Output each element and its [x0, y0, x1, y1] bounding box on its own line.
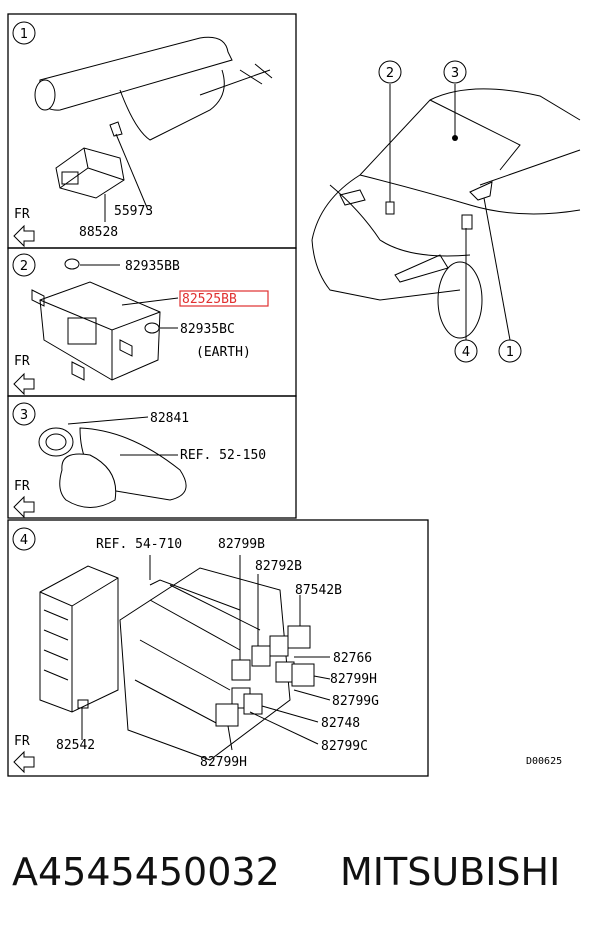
- callout-label: 2: [386, 66, 394, 81]
- part-label: 82799C: [321, 739, 368, 754]
- footer-brand: MITSUBISHI: [340, 850, 560, 894]
- part-label: 82935BC: [180, 322, 235, 337]
- footer-part-number: A4545450032: [12, 850, 280, 894]
- part-label: 82748: [321, 716, 360, 731]
- part-label: 82799B: [218, 537, 265, 552]
- mirror-drawing: [38, 427, 187, 508]
- part-label: 82542: [56, 738, 95, 753]
- fr-label: FR: [14, 354, 30, 369]
- callout-4: [454, 339, 478, 363]
- fr-label: FR: [14, 207, 30, 222]
- front-arrow-icon: [13, 750, 35, 774]
- vehicle-overview-drawing: [311, 88, 581, 339]
- panel-4-number: 4: [20, 533, 28, 548]
- part-label: 55973: [114, 204, 153, 219]
- steering-column-drawing: [34, 36, 273, 141]
- panel-1-number: 1: [20, 27, 28, 42]
- etacs-unit-drawing: [39, 565, 119, 713]
- front-arrow-icon: [13, 224, 35, 248]
- panel-4-frame: [7, 519, 429, 777]
- panel-4-badge: [12, 527, 36, 551]
- callout-label: 3: [451, 66, 459, 81]
- reference-label: REF. 54-710: [96, 537, 182, 552]
- callout-3: [443, 60, 467, 84]
- callout-1: [498, 339, 522, 363]
- front-arrow-icon: [13, 372, 35, 396]
- panel-3-frame: [7, 395, 297, 519]
- panel-1-badge: [12, 21, 36, 45]
- callout-label: 1: [506, 345, 514, 360]
- part-label: 82792B: [255, 559, 302, 574]
- fr-label: FR: [14, 479, 30, 494]
- fr-label: FR: [14, 734, 30, 749]
- panel-2-badge: [12, 253, 36, 277]
- junction-block-drawing: [119, 567, 315, 761]
- control-unit-drawing: [31, 258, 161, 381]
- panel-2-number: 2: [20, 259, 28, 274]
- part-label: 82841: [150, 411, 189, 426]
- part-label: 88528: [79, 225, 118, 240]
- callout-label: 4: [462, 345, 470, 360]
- part-label: 82799H: [330, 672, 377, 687]
- callout-2: [378, 60, 402, 84]
- part-label: 82766: [333, 651, 372, 666]
- panel-3-badge: [12, 402, 36, 426]
- part-label: 82799G: [332, 694, 379, 709]
- front-arrow-icon: [13, 495, 35, 519]
- sensor-module-drawing: [55, 121, 125, 199]
- part-label-note: (EARTH): [196, 345, 251, 360]
- highlighted-part-label: 82525BB: [182, 292, 237, 307]
- part-label: 87542B: [295, 583, 342, 598]
- part-label: 82799H: [200, 755, 247, 770]
- part-label: 82935BB: [125, 259, 180, 274]
- diagram-code: D00625: [526, 756, 562, 767]
- panel-3-number: 3: [20, 408, 28, 423]
- highlight-box: [179, 290, 269, 307]
- reference-label: REF. 52-150: [180, 448, 266, 463]
